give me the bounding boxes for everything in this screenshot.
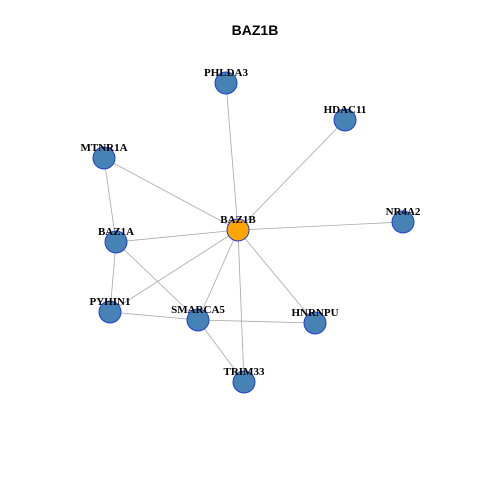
edge-baz1b-hnrnpu (237, 229, 316, 324)
edge-smarca5-hnrnpu (197, 319, 316, 324)
node-label-mtnr1a: MTNR1A (80, 142, 127, 154)
node-layer (92, 71, 415, 394)
edge-baz1b-hdac11 (237, 119, 346, 231)
edge-baz1b-smarca5 (197, 229, 239, 321)
node-nr4a2 (391, 210, 415, 234)
node-label-trim33: TRIM33 (224, 366, 265, 378)
node-label-pyhin1: PYHIN1 (90, 296, 131, 308)
node-label-baz1b: BAZ1B (220, 214, 256, 226)
diagram-title: BAZ1B (232, 22, 279, 38)
node-phlda3 (214, 71, 238, 95)
edge-baz1b-baz1a (115, 229, 239, 243)
node-label-hdac11: HDAC11 (324, 104, 367, 116)
edge-baz1a-pyhin1 (109, 241, 117, 313)
node-trim33 (232, 370, 256, 394)
edge-baz1a-smarca5 (115, 241, 199, 321)
node-mtnr1a (92, 146, 116, 170)
node-pyhin1 (98, 300, 122, 324)
edge-baz1b-phlda3 (225, 82, 239, 231)
node-label-baz1a: BAZ1A (98, 226, 134, 238)
edge-pyhin1-smarca5 (109, 311, 199, 321)
edge-mtnr1a-baz1a (103, 157, 117, 243)
edge-baz1b-nr4a2 (237, 221, 404, 231)
node-label-smarca5: SMARCA5 (171, 304, 225, 316)
node-label-hnrnpu: HNRNPU (291, 307, 338, 319)
node-baz1a (104, 230, 128, 254)
edge-smarca5-trim33 (197, 319, 245, 383)
node-hnrnpu (303, 311, 327, 335)
node-hdac11 (333, 108, 357, 132)
node-baz1b (226, 218, 250, 242)
edge-layer (103, 82, 404, 383)
node-smarca5 (186, 308, 210, 332)
edge-baz1b-trim33 (237, 229, 245, 383)
edge-baz1b-pyhin1 (109, 229, 239, 313)
node-label-nr4a2: NR4A2 (386, 206, 421, 218)
edge-baz1b-mtnr1a (103, 157, 239, 231)
node-label-phlda3: PHLDA3 (204, 67, 249, 79)
